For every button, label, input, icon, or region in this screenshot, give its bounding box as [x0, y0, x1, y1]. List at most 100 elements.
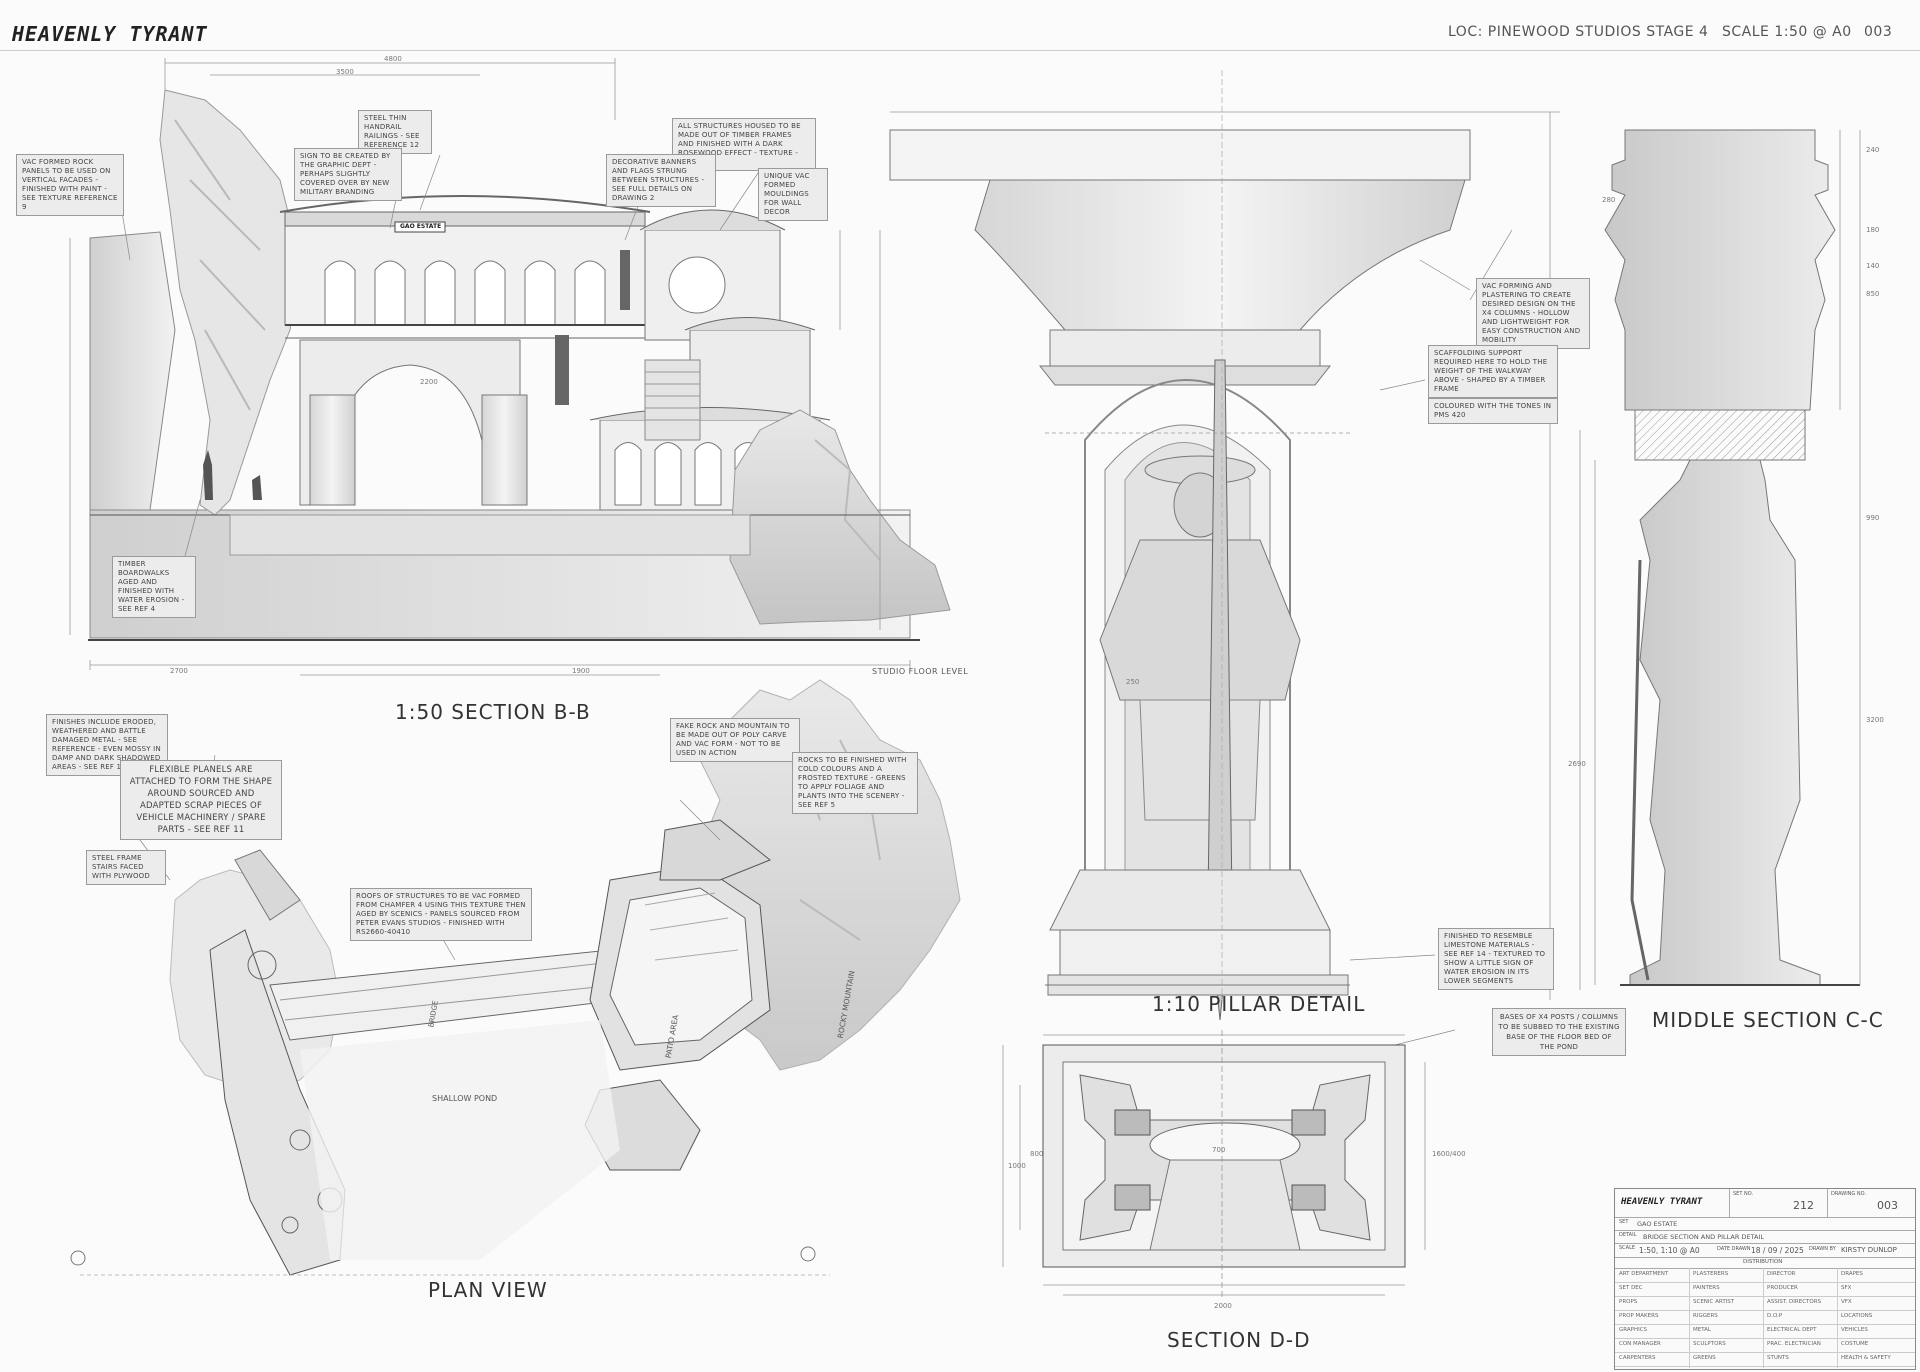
pillar-detail-title: 1:10 PILLAR DETAIL [1152, 992, 1366, 1016]
dim-dd-inner: 700 [1212, 1146, 1226, 1154]
note-flexible-panels: FLEXIBLE PLANELS ARE ATTACHED TO FORM TH… [120, 760, 282, 840]
note-post-bases: BASES OF X4 POSTS / COLUMNS TO BE SUBBED… [1492, 1008, 1626, 1056]
note-steel-stairs: STEEL FRAME STAIRS FACED WITH PLYWOOD [86, 850, 166, 885]
tb-row-grid [1615, 1268, 1915, 1369]
middle-section-title: MIDDLE SECTION C-C [1652, 1008, 1884, 1032]
distribution-item: D.O.P [1767, 1313, 1783, 1319]
studio-floor-label: STUDIO FLOOR LEVEL [872, 667, 969, 676]
section-dd-drawing [1002, 1030, 1426, 1300]
distribution-item: LOCATIONS [1841, 1313, 1873, 1319]
dim-pillar-small: 250 [1126, 678, 1140, 686]
plan-view-title: PLAN VIEW [428, 1278, 548, 1302]
note-rock-finish: ROCKS TO BE FINISHED WITH COLD COLOURS A… [792, 752, 918, 814]
section-dd-title: SECTION D-D [1167, 1328, 1311, 1352]
note-finishes: FINISHES INCLUDE ERODED, WEATHERED AND B… [46, 714, 168, 776]
section-bb-drawing [69, 58, 951, 676]
distribution-item: CON MANAGER [1619, 1341, 1661, 1347]
dim-cc-mid: 990 [1866, 514, 1880, 522]
tb-row-detail [1615, 1230, 1915, 1244]
distribution-col-rule [1763, 1268, 1764, 1368]
header-rule [0, 50, 1920, 51]
distribution-item: PROP MAKERS [1619, 1313, 1659, 1319]
note-sign: SIGN TO BE CREATED BY THE GRAPHIC DEPT -… [294, 148, 402, 201]
tb-logo: HEAVENLY TYRANT [1621, 1197, 1703, 1207]
distribution-rule [1615, 1338, 1915, 1339]
note-boardwalks: TIMBER BOARDWALKS AGED AND FINISHED WITH… [112, 556, 196, 618]
plan-label-pond: SHALLOW POND [432, 1094, 498, 1103]
distribution-item: ELECTRICAL DEPT [1767, 1327, 1817, 1333]
dim-base-left: 2700 [170, 667, 188, 675]
dim-base-right: 1900 [572, 667, 590, 675]
note-mouldings: UNIQUE VAC FORMED MOULDINGS FOR WALL DEC… [758, 168, 828, 221]
dim-cc-top: 240 [1866, 146, 1880, 154]
distribution-item: SET DEC [1619, 1285, 1643, 1291]
tb-row-scale [1615, 1243, 1915, 1258]
dim-cc-5: 850 [1866, 290, 1880, 298]
tb-scale: 1:50, 1:10 @ A0 [1639, 1246, 1700, 1255]
tb-date: 18 / 09 / 2025 [1751, 1246, 1804, 1255]
tb-distribution: DISTRIBUTION [1743, 1259, 1783, 1265]
dim-dd-height: 800 [1030, 1150, 1044, 1158]
dim-dd-right: 1600/400 [1432, 1150, 1466, 1158]
distribution-item: PRODUCER [1767, 1285, 1798, 1291]
tb-row-distribution [1615, 1257, 1915, 1268]
distribution-item: SCENIC ARTIST [1693, 1299, 1735, 1305]
note-timber-frames: ALL STRUCTURES HOUSED TO BE MADE OUT OF … [672, 118, 816, 171]
tb-drawing-no-label: DRAWING NO. [1831, 1191, 1866, 1197]
distribution-item: DRAPES [1841, 1271, 1863, 1277]
distribution-item: RIGGERS [1693, 1313, 1718, 1319]
dim-upper: 3500 [336, 68, 354, 76]
tb-detail: BRIDGE SECTION AND PILLAR DETAIL [1643, 1233, 1765, 1241]
distribution-item: PRAC. ELECTRICIAN [1767, 1341, 1821, 1347]
tb-row-set [1615, 1217, 1915, 1231]
distribution-item: PLASTERERS [1693, 1271, 1729, 1277]
note-vac-forming-columns: VAC FORMING AND PLASTERING TO CREATE DES… [1476, 278, 1590, 349]
tb-scale-label: SCALE [1619, 1245, 1636, 1251]
note-roofs: ROOFS OF STRUCTURES TO BE VAC FORMED FRO… [350, 888, 532, 941]
tb-date-label: DATE DRAWN [1717, 1246, 1751, 1252]
tb-set-no-label: SET NO. [1733, 1191, 1754, 1197]
dim-pillar-height: 2690 [1568, 760, 1586, 768]
dim-dd-bottom: 2000 [1214, 1302, 1232, 1310]
distribution-rule [1615, 1352, 1915, 1353]
tb-drawn-label: DRAWN BY [1809, 1246, 1836, 1252]
distribution-item: PROPS [1619, 1299, 1638, 1305]
tb-set-label: SET [1619, 1219, 1629, 1225]
distribution-item: ART DEPARTMENT [1619, 1271, 1669, 1277]
distribution-rule [1615, 1310, 1915, 1311]
tb-divider-v1 [1729, 1189, 1730, 1217]
distribution-item: GREENS [1693, 1355, 1716, 1361]
distribution-item: CARPENTERS [1619, 1355, 1656, 1361]
distribution-rule [1615, 1366, 1915, 1367]
note-limestone: FINISHED TO RESEMBLE LIMESTONE MATERIALS… [1438, 928, 1554, 990]
distribution-rule [1615, 1296, 1915, 1297]
note-scaffolding: SCAFFOLDING SUPPORT REQUIRED HERE TO HOL… [1428, 345, 1558, 398]
distribution-col-rule [1689, 1268, 1690, 1368]
section-bb-title: 1:50 SECTION B-B [395, 700, 591, 724]
distribution-item: METAL [1693, 1327, 1711, 1333]
dim-bridge: 2200 [420, 378, 438, 386]
distribution-item: COSTUME [1841, 1341, 1869, 1347]
tb-drawn-by: KIRSTY DUNLOP [1841, 1246, 1897, 1254]
distribution-item: VEHICLES [1841, 1327, 1868, 1333]
distribution-rule [1615, 1282, 1915, 1283]
distribution-item: ASSIST. DIRECTORS [1767, 1299, 1822, 1305]
dim-dd-outer: 1000 [1008, 1162, 1026, 1170]
tb-divider-v2 [1827, 1189, 1828, 1217]
distribution-col-rule [1837, 1268, 1838, 1368]
distribution-item: SFX [1841, 1285, 1852, 1291]
dim-cc-lower: 3200 [1866, 716, 1884, 724]
note-fake-rock: FAKE ROCK AND MOUNTAIN TO BE MADE OUT OF… [670, 718, 800, 762]
estate-sign: GAO ESTATE [400, 223, 442, 230]
dim-cc-3: 180 [1866, 226, 1880, 234]
location-label: LOC: PINEWOOD STUDIOS STAGE 4 [1448, 24, 1709, 40]
distribution-item: PAINTERS [1693, 1285, 1720, 1291]
tb-set-no: 212 [1793, 1199, 1814, 1212]
pillar-detail-drawing [889, 70, 1581, 1046]
distribution-rule [1615, 1324, 1915, 1325]
dim-overall-top: 4800 [384, 55, 402, 63]
sheet-number: 003 [1864, 24, 1893, 40]
distribution-item: DIRECTOR [1767, 1271, 1796, 1277]
scale-label: SCALE 1:50 @ A0 [1722, 24, 1852, 40]
